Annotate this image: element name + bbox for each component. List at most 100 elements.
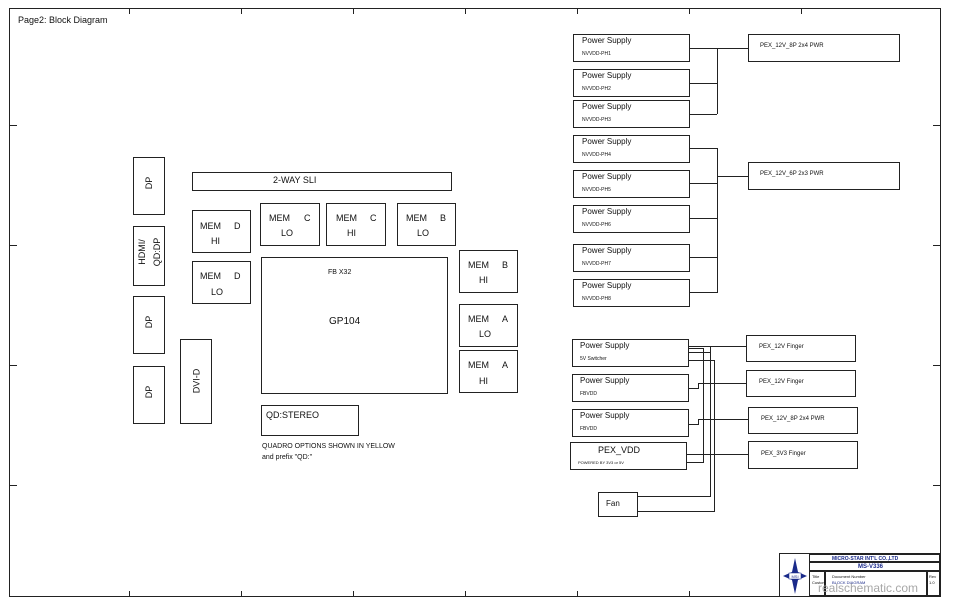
connector-dp-1: DP <box>133 157 165 215</box>
border-tick <box>9 485 17 486</box>
mem-bank: C <box>370 213 377 223</box>
connector-label: DP <box>144 385 154 399</box>
power-supply-sub: NVVDD-PH7 <box>582 261 611 267</box>
border-tick <box>689 591 690 597</box>
power-source-label: PEX_12V Finger <box>759 379 804 385</box>
mem-level: HI <box>479 376 488 386</box>
border-tick <box>129 8 130 14</box>
title-block-model-cell: MS-V336 <box>809 562 940 571</box>
sli-bridge: 2-WAY SLI <box>192 172 452 191</box>
power-supply-title: Power Supply <box>582 172 632 181</box>
mem-b-lo: MEM B LO <box>397 203 456 246</box>
connector-label: DP <box>144 315 154 329</box>
mem-level: LO <box>479 329 492 339</box>
power-supply-title: Power Supply <box>582 207 632 216</box>
msi-logo-icon: MSI <box>783 558 807 594</box>
mem-a-lo: MEM A LO <box>459 304 518 347</box>
mem-d-lo: MEM D LO <box>192 261 251 304</box>
power-supply-sub: NVVDD-PH8 <box>582 296 611 302</box>
pex-12v-finger-1: PEX_12V Finger <box>746 335 856 362</box>
qd-stereo-box: QD:STEREO <box>261 405 359 436</box>
border-tick <box>465 8 466 14</box>
pex-vdd-title: PEX_VDD <box>598 445 641 455</box>
border-tick <box>933 125 941 126</box>
mem-c-hi: MEM C HI <box>326 203 386 246</box>
title-block-doc-cell: Document Number BLOCK DIAGRAM <box>825 571 927 596</box>
power-supply-sub: NVVDD-PH1 <box>582 51 611 57</box>
power-supply-sub: NVVDD-PH6 <box>582 222 611 228</box>
power-supply-sub: NVVDD-PH5 <box>582 187 611 193</box>
power-supply-title: Power Supply <box>582 102 632 111</box>
mem-level: LO <box>211 287 224 297</box>
power-supply-title: Power Supply <box>580 411 630 420</box>
connector-label: DVI-D <box>191 368 202 394</box>
connector-dvi: DVI-D <box>180 339 212 424</box>
connector-label: QD:DP <box>152 237 162 267</box>
power-supply-sub: NVVDD-PH3 <box>582 117 611 123</box>
mem-level: HI <box>211 236 220 246</box>
border-tick <box>241 8 242 14</box>
border-tick <box>933 245 941 246</box>
border-tick <box>577 591 578 597</box>
border-tick <box>353 8 354 14</box>
doc-number-value: BLOCK DIAGRAM <box>832 580 866 585</box>
connector-label: HDMI/ <box>137 239 147 265</box>
connector-dp-3: DP <box>133 366 165 424</box>
mem-bank: B <box>502 260 509 270</box>
power-source-label: PEX_12V Finger <box>759 344 804 350</box>
power-supply-title: Power Supply <box>582 246 632 255</box>
pex-vdd-sub: POWERED BY 3V3 or 5V <box>578 460 624 465</box>
company-name: MICRO-STAR INT'L CO.,LTD <box>832 556 899 562</box>
qd-stereo-label: QD:STEREO <box>266 410 320 420</box>
doc-number-label: Document Number <box>832 574 866 579</box>
connector-hdmi: HDMI/ QD:DP <box>133 226 165 286</box>
mem-label: MEM <box>468 314 489 324</box>
pex-vdd-box: PEX_VDD POWERED BY 3V3 or 5V <box>570 442 687 470</box>
border-tick <box>129 591 130 597</box>
power-supply-title: Power Supply <box>582 281 632 290</box>
mem-bank: C <box>304 213 311 223</box>
gpu-bus-label: FB X32 <box>328 269 352 276</box>
mem-bank: D <box>234 271 241 281</box>
power-source-label: PEX_3V3 Finger <box>761 451 806 457</box>
border-tick <box>465 591 466 597</box>
mem-label: MEM <box>269 213 290 223</box>
power-source-label: PEX_12V_8P 2x4 PWR <box>760 43 824 49</box>
mem-level: HI <box>479 275 488 285</box>
mem-label: MEM <box>468 360 489 370</box>
power-supply-sub: NVVDD-PH4 <box>582 152 611 158</box>
quadro-note: QUADRO OPTIONS SHOWN IN YELLOW <box>262 443 395 450</box>
mem-bank: B <box>440 213 447 223</box>
power-supply-title: Power Supply <box>582 137 632 146</box>
rev-label: Rev <box>929 574 937 579</box>
mem-label: MEM <box>336 213 357 223</box>
power-supply-sub: NVVDD-PH2 <box>582 86 611 92</box>
watermark: realschematic.com <box>818 581 919 595</box>
pex-12v-6p-pwr: PEX_12V_6P 2x3 PWR <box>748 162 900 190</box>
power-supply-ph6: Power Supply NVVDD-PH6 <box>573 205 690 233</box>
fan-label: Fan <box>606 499 620 508</box>
power-supply-ph7: Power Supply NVVDD-PH7 <box>573 244 690 272</box>
power-supply-ph8: Power Supply NVVDD-PH8 <box>573 279 690 307</box>
border-tick <box>689 8 690 14</box>
power-supply-fbvdd-1: Power Supply FBVDD <box>572 374 689 402</box>
pex-3v3-finger: PEX_3V3 Finger <box>748 441 858 469</box>
mem-label: MEM <box>200 271 221 281</box>
fan-box: Fan <box>598 492 638 517</box>
drawing-frame <box>9 8 941 597</box>
gpu-block: FB X32 GP104 <box>261 257 448 394</box>
title-label: Title <box>812 574 820 579</box>
power-supply-title: Power Supply <box>582 71 632 80</box>
mem-b-hi: MEM B HI <box>459 250 518 293</box>
title-block-company-cell: MICRO-STAR INT'L CO.,LTD <box>809 554 940 562</box>
connector-label: DP <box>144 176 154 190</box>
border-tick <box>9 365 17 366</box>
title-block-rev-cell: Rev 1.0 <box>927 571 940 596</box>
mem-label: MEM <box>406 213 427 223</box>
power-supply-ph4: Power Supply NVVDD-PH4 <box>573 135 690 163</box>
pex-12v-finger-2: PEX_12V Finger <box>746 370 856 397</box>
border-tick <box>353 591 354 597</box>
title-block: MICRO-STAR INT'L CO.,LTD MS-V336 Title C… <box>779 553 941 597</box>
power-supply-5v-switcher: Power Supply 5V Switcher <box>572 339 689 367</box>
